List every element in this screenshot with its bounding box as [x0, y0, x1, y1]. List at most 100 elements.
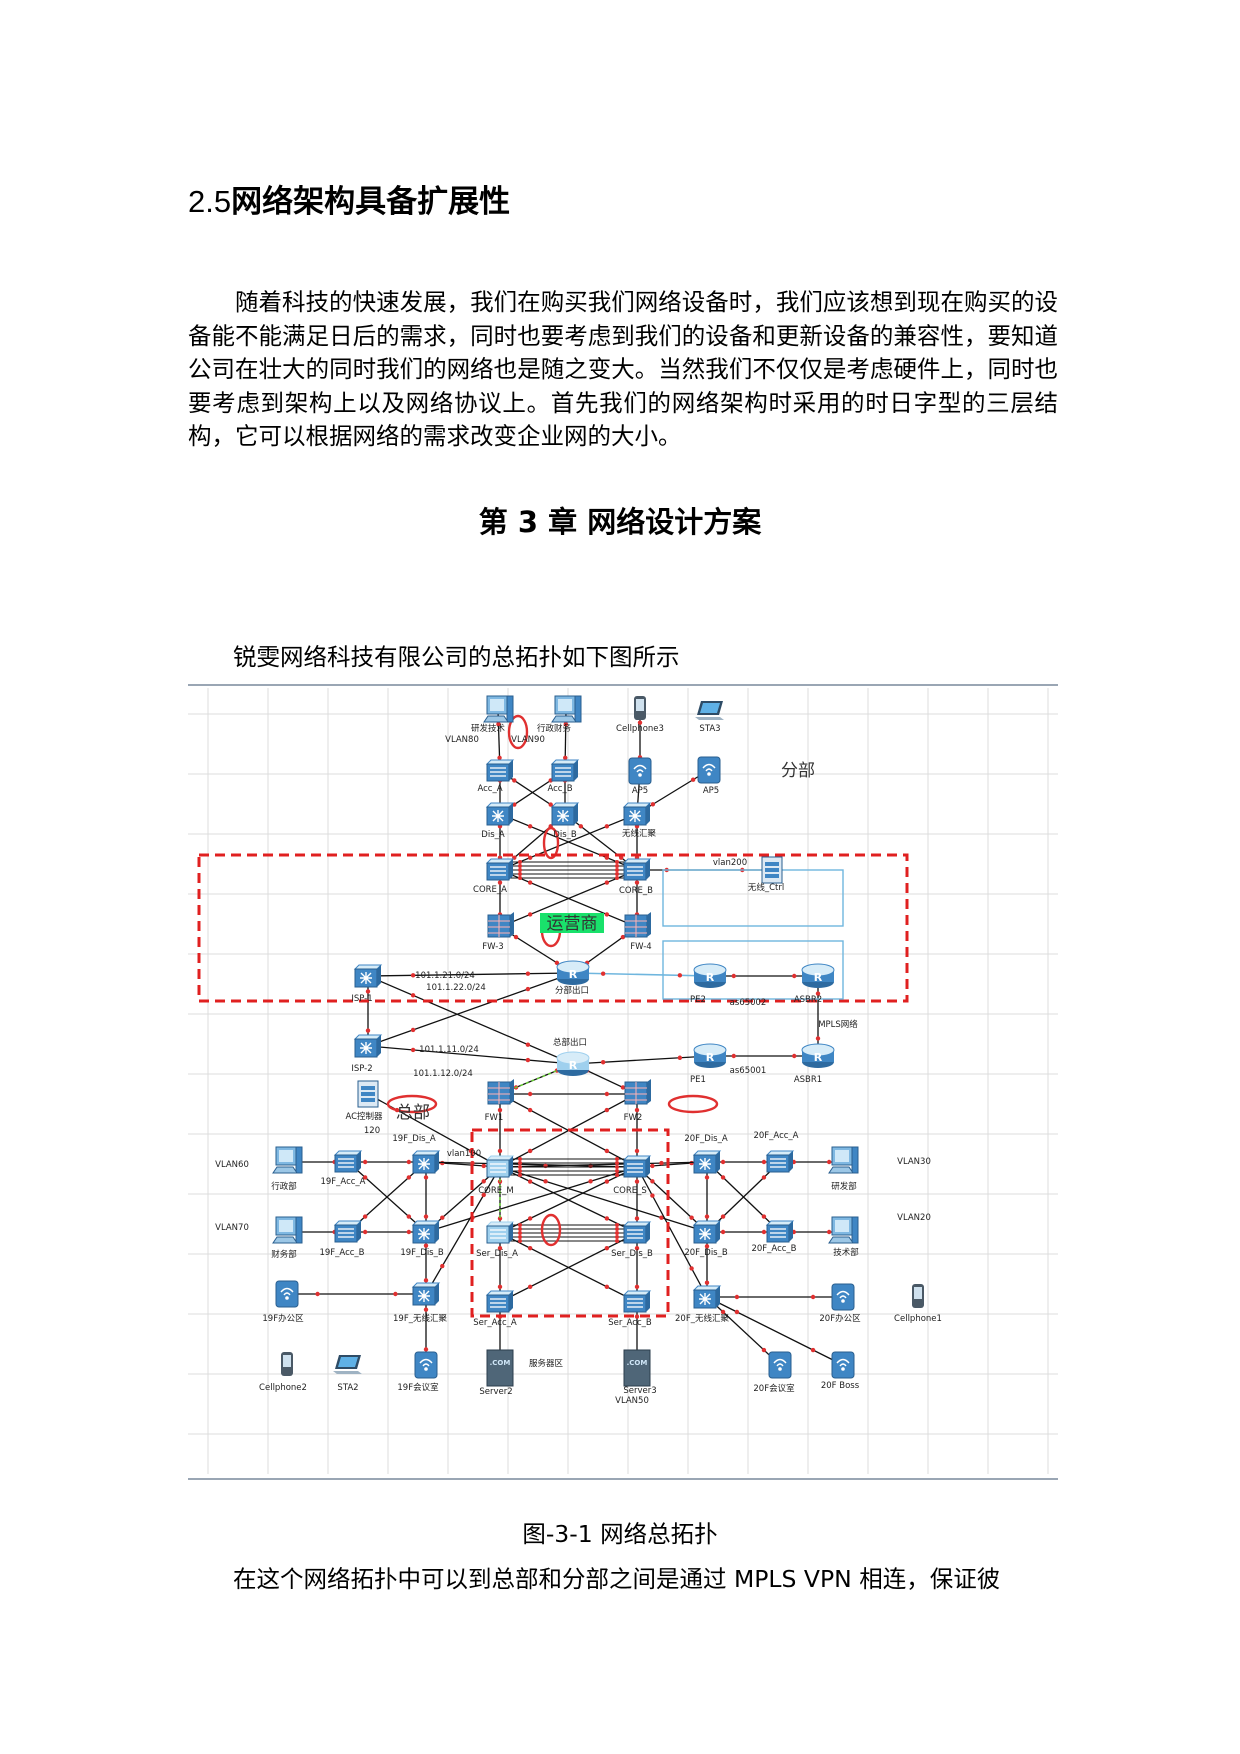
- label-acc-b: Acc_B: [547, 784, 572, 794]
- fw4-icon: [624, 912, 651, 938]
- acc-a-icon: [485, 759, 515, 782]
- label-pc-admin: 行政财务: [537, 723, 572, 734]
- ap5b-icon: [697, 756, 721, 784]
- label-f19-meeting: 19F会议室: [397, 1382, 439, 1393]
- label-net1: 101.1.21.0/24: [415, 971, 475, 981]
- label-vlan50: VLAN50: [615, 1396, 649, 1406]
- isp1-icon: [353, 964, 383, 988]
- label-wl-ctrl: 无线_Ctrl: [748, 882, 784, 893]
- label-pc-yf: 研发部: [831, 1181, 857, 1192]
- section-heading: 2.5网络架构具备扩展性: [188, 176, 510, 221]
- paragraph-expandability: 随着科技的快速发展，我们在购买我们网络设备时，我们应该想到现在购买的设备能不能满…: [188, 288, 1058, 450]
- svg-text:R: R: [706, 1051, 715, 1064]
- chapter-title: 第 3 章 网络设计方案: [478, 505, 762, 539]
- f19-dis-b-icon: [411, 1220, 441, 1244]
- figure-intro: 锐雯网络科技有限公司的总拓扑如下图所示: [233, 643, 680, 671]
- label-ser-dis-b: Ser_Dis_B: [611, 1249, 653, 1259]
- label-core-m: CORE_M: [478, 1186, 514, 1196]
- core-m-icon: [485, 1155, 515, 1178]
- cellphone3-icon: [634, 696, 646, 720]
- cellphone2-icon: [281, 1352, 293, 1376]
- label-fw1: FW1: [485, 1113, 504, 1123]
- pe1-icon: R: [693, 1043, 727, 1068]
- label-sta2: STA2: [337, 1383, 358, 1393]
- svg-text:.COM: .COM: [490, 1359, 511, 1367]
- core-b-icon: [622, 858, 652, 881]
- label-cellphone3: Cellphone3: [616, 724, 664, 734]
- label-vlan60: VLAN60: [215, 1160, 249, 1170]
- f19-office-icon: [275, 1280, 299, 1308]
- f19-acc-b-icon: [333, 1220, 363, 1243]
- label-net2: 101.1.22.0/24: [426, 983, 486, 993]
- label-vlan20: VLAN20: [897, 1213, 931, 1223]
- label-fw4: FW-4: [630, 942, 651, 952]
- label-f19-wl: 19F_无线汇聚: [393, 1313, 447, 1324]
- dis-a-icon: [485, 802, 515, 826]
- label-f20-boss: 20F Boss: [821, 1381, 860, 1391]
- label-hq-exit: 总部出口: [553, 1037, 587, 1048]
- label-ap5b: AP5: [703, 786, 719, 796]
- label-vlan200: vlan200: [713, 858, 747, 868]
- label-core-s: CORE_S: [613, 1186, 647, 1196]
- isp2-icon: [353, 1034, 383, 1058]
- label-f19-office: 19F办公区: [262, 1313, 304, 1324]
- label-vlan80: VLAN80: [445, 735, 479, 745]
- section-number: 2.5: [188, 184, 232, 219]
- label-ser-acc-a: Ser_Acc_A: [473, 1318, 517, 1328]
- ser-dis-b-icon: [622, 1221, 652, 1244]
- label-vlan100: vlan100: [447, 1149, 481, 1159]
- label-pe1: PE1: [690, 1075, 706, 1085]
- label-cellphone1: Cellphone1: [894, 1314, 942, 1324]
- fw2-icon: [624, 1079, 651, 1105]
- label-isp2: ISP-2: [351, 1064, 372, 1074]
- pc-xz-icon: [272, 1146, 303, 1174]
- link-layer: [287, 709, 844, 1368]
- f20-boss-icon: [831, 1351, 855, 1379]
- region-branch-label: 分部: [781, 761, 815, 781]
- ap5a-icon: [628, 757, 652, 785]
- f19-meeting-icon: [414, 1351, 438, 1379]
- wl-ctrl-icon: [761, 856, 783, 884]
- figure-caption: 图-3-1 网络总拓扑: [522, 1520, 718, 1548]
- acc-b-icon: [550, 759, 580, 782]
- label-pc-rd: 研发技术: [471, 723, 506, 734]
- svg-text:R: R: [569, 968, 578, 981]
- pc-yf-icon: [828, 1146, 859, 1174]
- region-layer: [197, 714, 909, 1318]
- server3-icon: .COM: [623, 1349, 651, 1387]
- label-asbr1: ASBR1: [794, 1075, 822, 1085]
- server2-icon: .COM: [486, 1349, 514, 1387]
- label-ser-dis-a: Ser_Dis_A: [476, 1249, 518, 1259]
- label-f20-acc-b: 20F_Acc_B: [751, 1244, 796, 1254]
- ser-acc-b-icon: [622, 1290, 652, 1313]
- label-dis-b: Dis_B: [553, 830, 577, 840]
- fw3-icon: [487, 912, 514, 938]
- core-s-icon: [622, 1155, 652, 1178]
- ser-dis-a-icon: [485, 1221, 515, 1244]
- label-f20-dis-b: 20F_Dis_B: [684, 1248, 728, 1258]
- label-core-b: CORE_B: [619, 886, 653, 896]
- section-title: 网络架构具备扩展性: [231, 184, 511, 220]
- f20-acc-b-icon: [765, 1220, 795, 1243]
- f20-office-icon: [831, 1283, 855, 1311]
- label-branch-exit: 分部出口: [555, 985, 589, 996]
- f19-dis-a-icon: [411, 1150, 441, 1174]
- label-vlan70: VLAN70: [215, 1223, 249, 1233]
- sta3-icon: [695, 701, 724, 720]
- label-vlan30: VLAN30: [897, 1157, 931, 1167]
- label-isp1: ISP-1: [351, 994, 372, 1004]
- region-server-label: 服务器区: [529, 1358, 564, 1369]
- asbr1-icon: R: [801, 1043, 835, 1068]
- label-pc-js: 技术部: [833, 1247, 859, 1258]
- label-sta3: STA3: [699, 724, 720, 734]
- label-as65002: as65002: [730, 998, 767, 1008]
- label-mpls: MPLS网络: [818, 1019, 858, 1030]
- wl-agg-icon: [622, 802, 652, 826]
- asbr2-icon: R: [801, 963, 835, 988]
- pe2-icon: R: [693, 963, 727, 988]
- br-exit-icon: R: [556, 960, 590, 985]
- ac-ctrl-icon: [357, 1080, 379, 1108]
- svg-text:R: R: [814, 971, 823, 984]
